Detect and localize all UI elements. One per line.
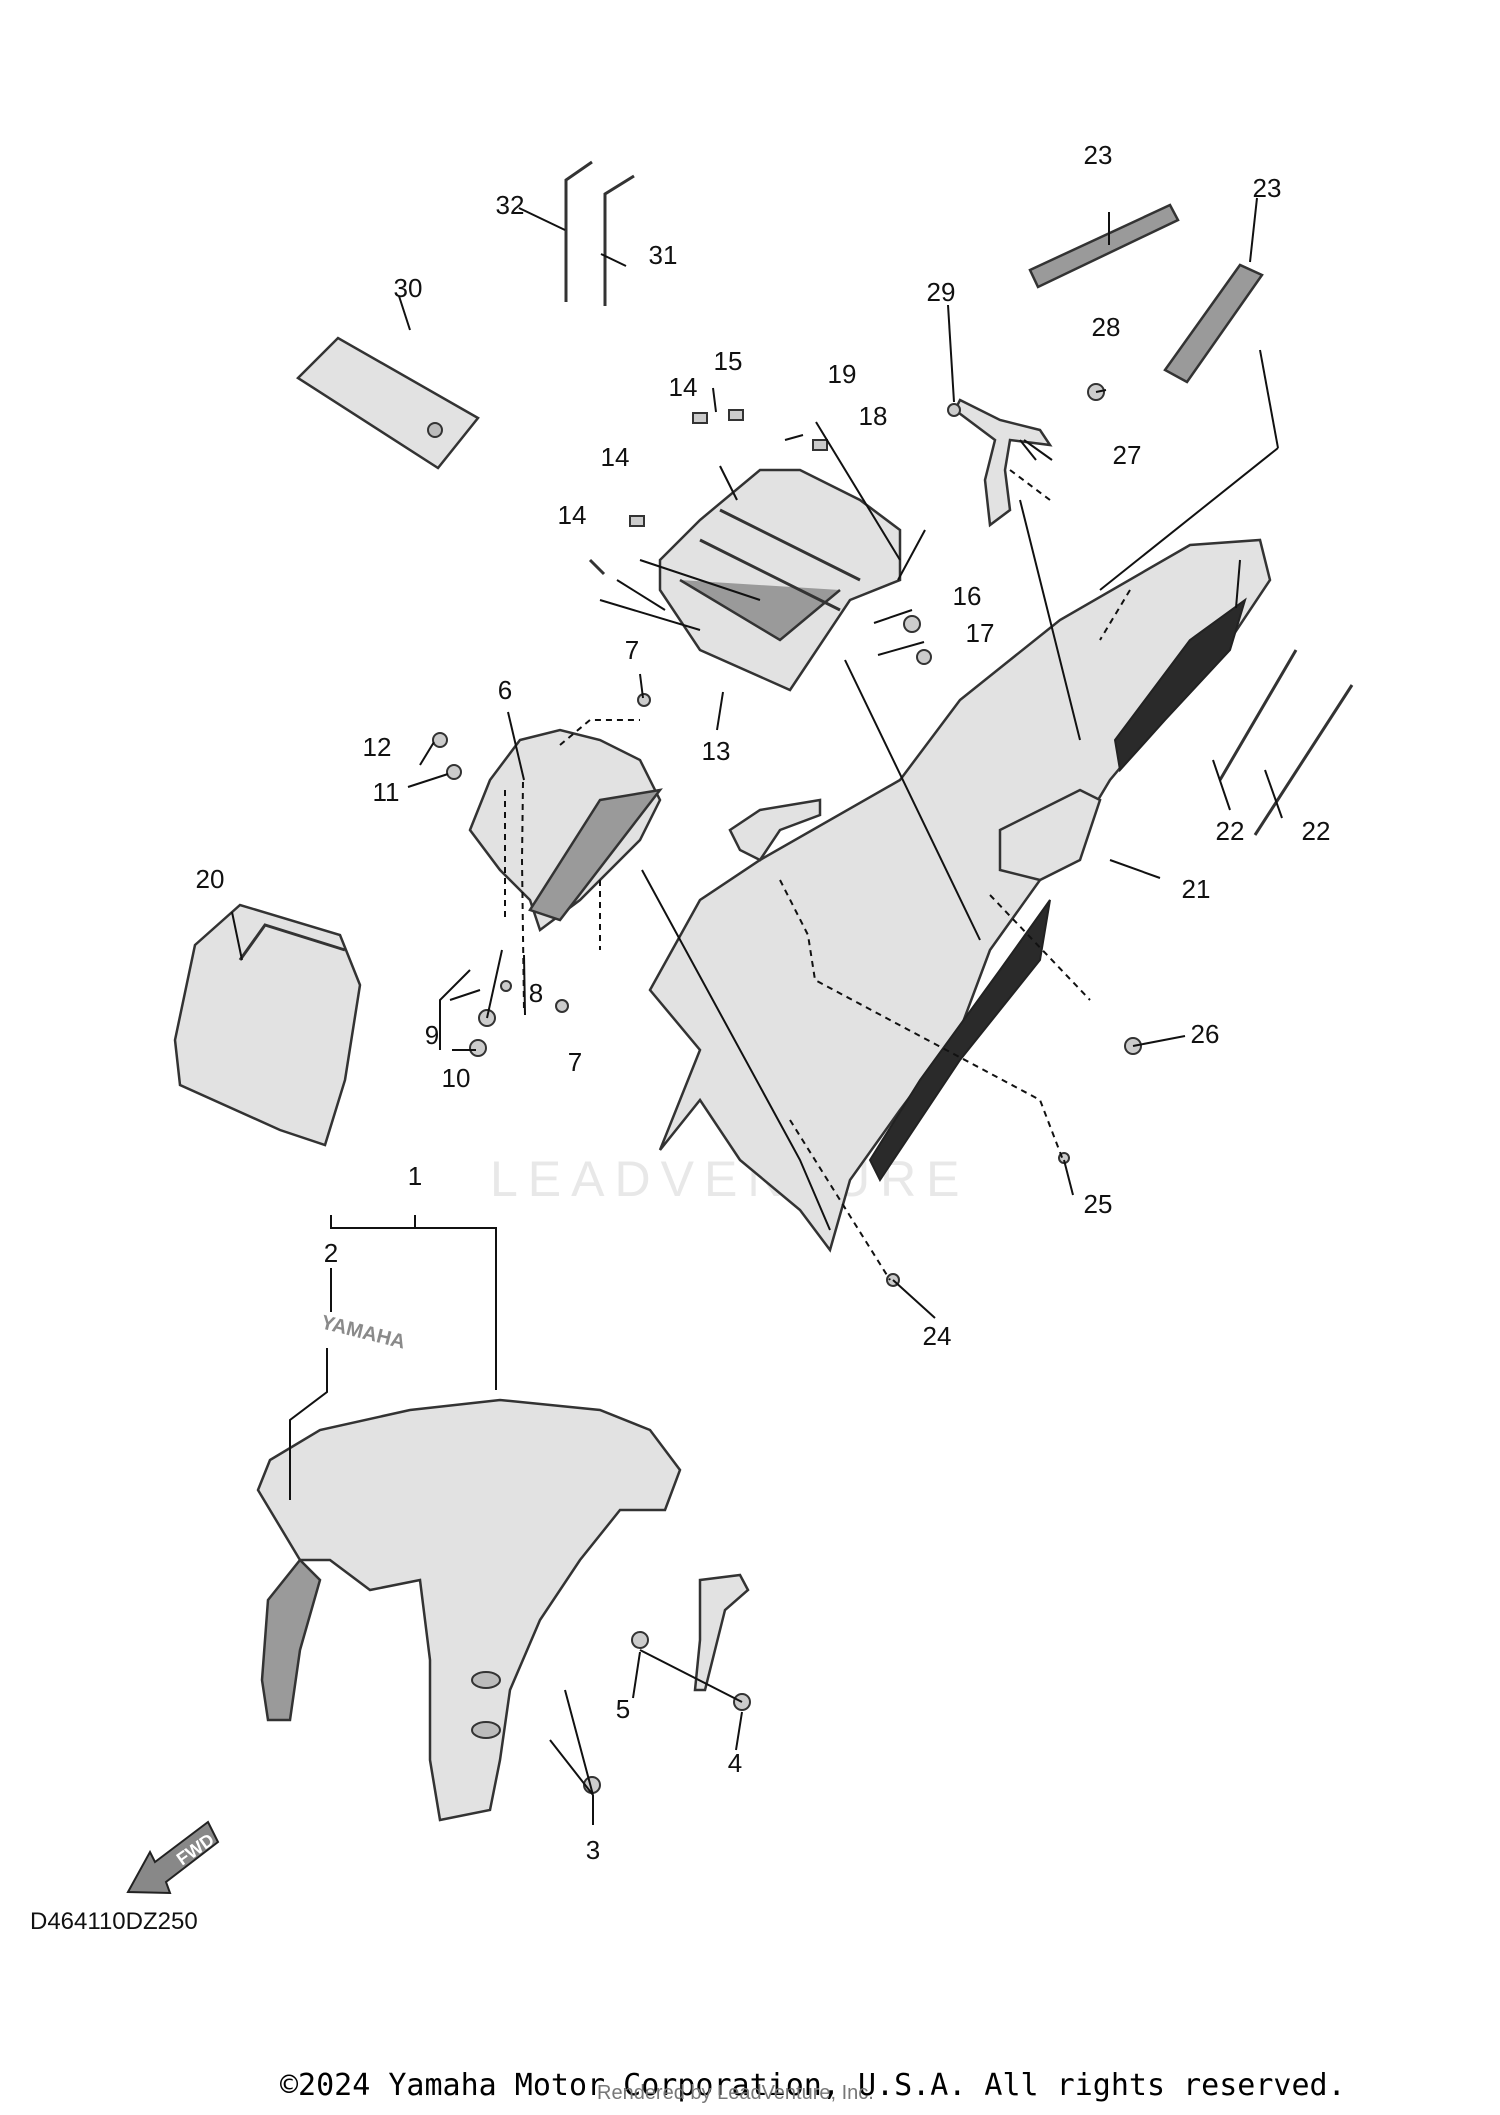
callout-16: 16 <box>953 581 982 611</box>
callout-23-a: 23 <box>1084 140 1113 170</box>
emblem-part-2: YAMAHA <box>319 1312 408 1354</box>
callout-31: 31 <box>649 240 678 270</box>
callout-17: 17 <box>966 618 995 648</box>
callout-30: 30 <box>394 273 423 303</box>
seat-cowl-part-21 <box>648 538 1272 1253</box>
callout-14-c: 14 <box>669 372 698 402</box>
callout-20: 20 <box>196 864 225 894</box>
callout-32: 32 <box>496 190 525 220</box>
fender-bracket-part <box>583 1573 751 1794</box>
callout-11: 11 <box>373 777 400 807</box>
copyright-notice: ©2024 Yamaha Motor Corporation, U.S.A. A… <box>280 2068 1346 2103</box>
callout-21: 21 <box>1182 874 1211 904</box>
battery-box-part-13 <box>658 468 902 692</box>
callout-6: 6 <box>498 675 512 705</box>
diagram-code: D464110DZ250 <box>30 1908 198 1935</box>
callout-19: 19 <box>828 359 857 389</box>
bracket-part-27 <box>953 398 1053 528</box>
callout-18: 18 <box>859 401 888 431</box>
svg-text:YAMAHA: YAMAHA <box>319 1312 408 1354</box>
forward-direction-arrow: FWD <box>126 1820 220 1895</box>
callout-24: 24 <box>923 1321 952 1351</box>
callout-28: 28 <box>1092 312 1121 342</box>
callout-22-a: 22 <box>1216 816 1245 846</box>
callout-26: 26 <box>1191 1019 1220 1049</box>
license-bracket-part-20 <box>173 903 362 1147</box>
callout-15: 15 <box>714 346 743 376</box>
pad-part-30 <box>296 336 480 470</box>
callout-2: 2 <box>324 1238 338 1268</box>
callout-27: 27 <box>1113 440 1142 470</box>
callout-7-bottom: 7 <box>568 1047 582 1077</box>
callout-3: 3 <box>586 1835 600 1865</box>
callout-22-b: 22 <box>1302 816 1331 846</box>
callout-labels: 1 2 3 4 5 6 7 7 8 9 10 11 12 13 14 14 14… <box>196 140 1331 1865</box>
callout-25: 25 <box>1084 1189 1113 1219</box>
front-fender-part-1 <box>256 1398 682 1822</box>
callout-14-b: 14 <box>601 442 630 472</box>
callout-14-a: 14 <box>558 500 587 530</box>
callout-8: 8 <box>529 978 543 1008</box>
callout-5: 5 <box>616 1694 630 1724</box>
rod-parts <box>564 160 635 306</box>
callout-9: 9 <box>425 1020 439 1050</box>
dashed-guide-lines <box>504 469 1131 1281</box>
callout-4: 4 <box>728 1748 742 1778</box>
callout-1: 1 <box>408 1161 422 1191</box>
bracket-part-6 <box>468 728 663 933</box>
callout-13: 13 <box>702 736 731 766</box>
side-strip-parts-22 <box>1218 649 1354 836</box>
leader-lines <box>231 197 1283 1825</box>
callout-7-top: 7 <box>625 635 639 665</box>
rendered-by-notice: Rendered by LeadVenture, Inc. <box>597 2082 874 2104</box>
callout-10: 10 <box>442 1063 471 1093</box>
callout-12: 12 <box>363 732 392 762</box>
rubber-strip-parts-23 <box>1028 203 1264 384</box>
callout-29: 29 <box>927 277 956 307</box>
callout-23-b: 23 <box>1253 173 1282 203</box>
